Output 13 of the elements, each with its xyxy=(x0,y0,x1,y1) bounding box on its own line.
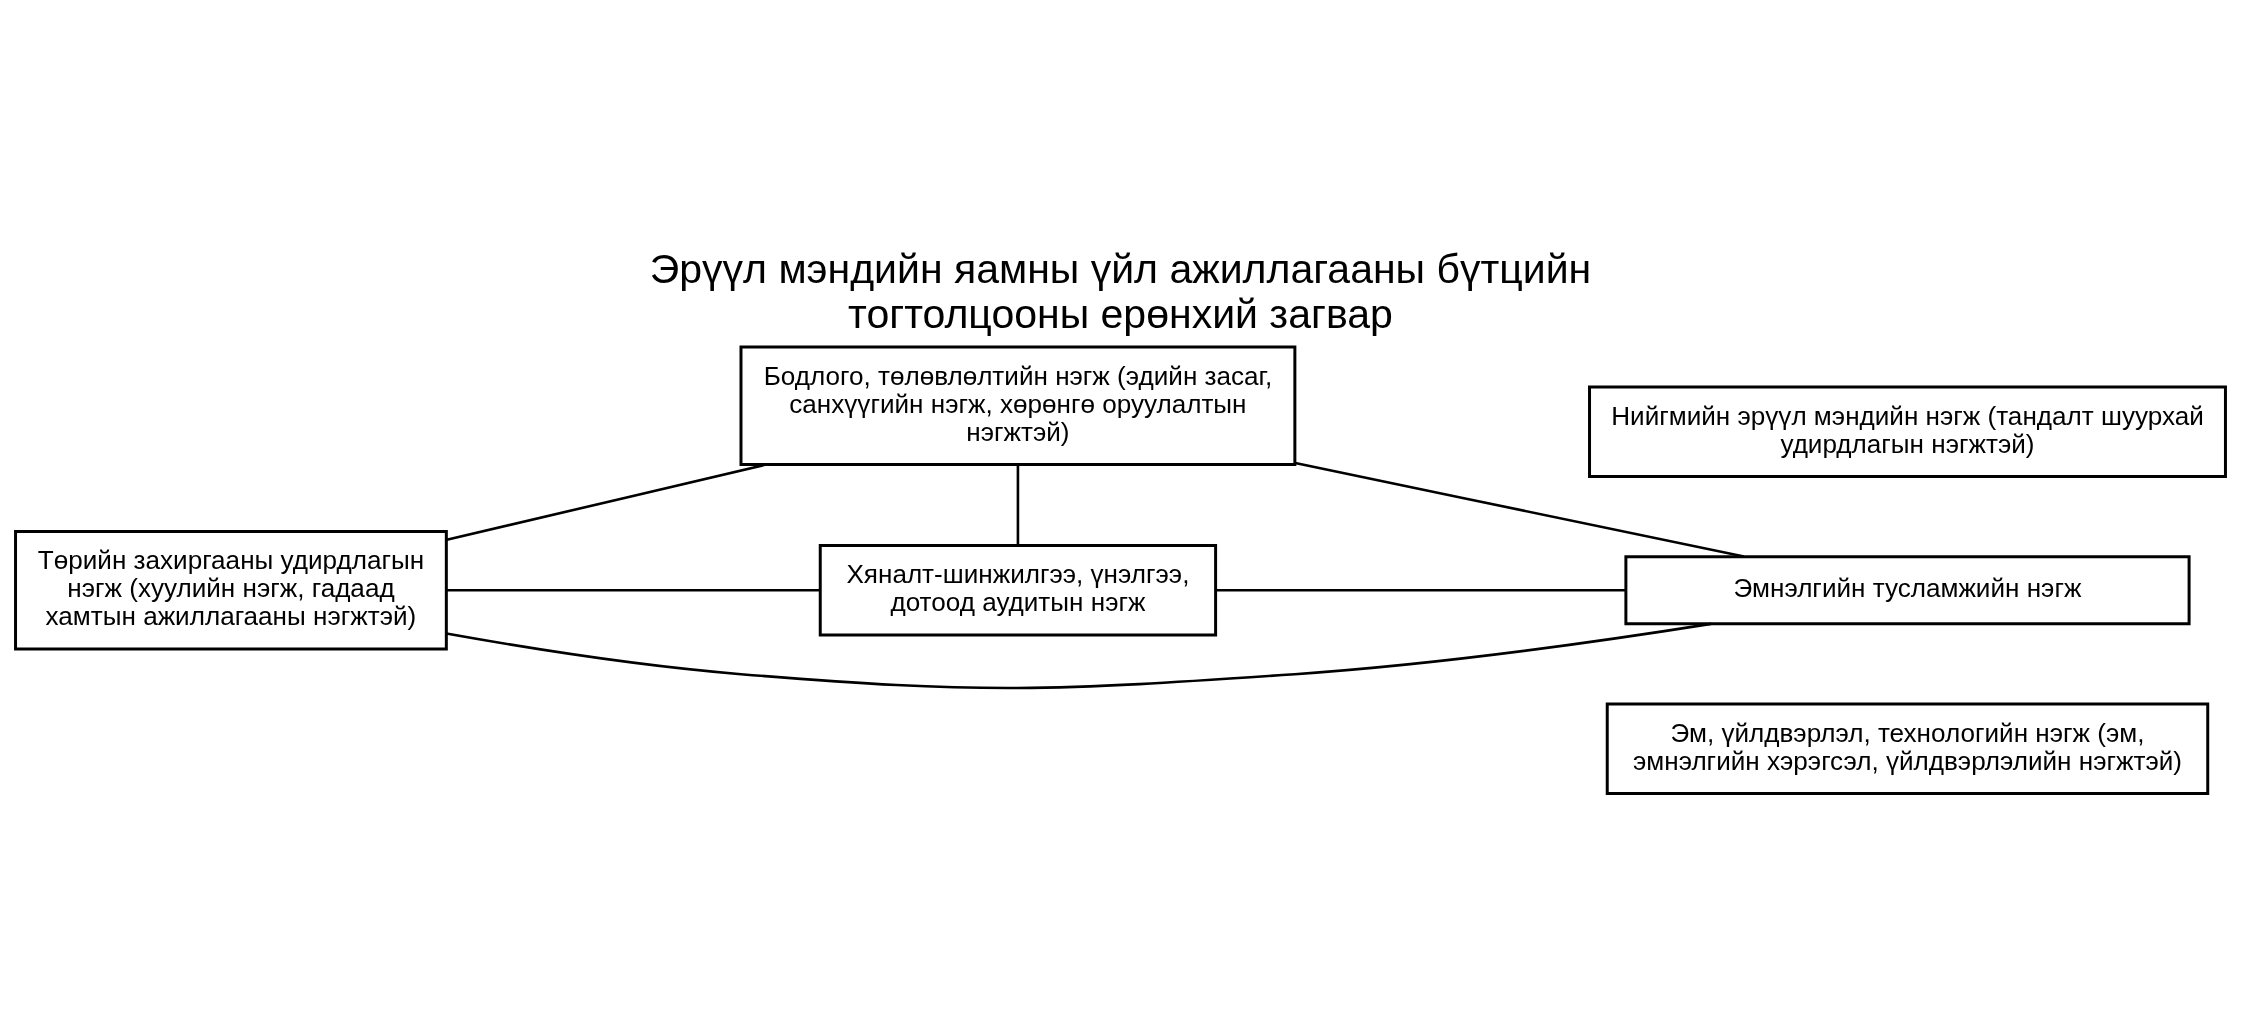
connector xyxy=(1294,461,1745,558)
connector xyxy=(1215,588,1626,592)
node-box: Бодлого, төлөвлөлтийн нэгж (эдийн засаг, санхүүгийн нэгж, хөрөнгө оруулалтын нэгжтэй) xyxy=(739,344,1297,466)
node-box: Төрийн захиргааны удирдлагын нэгж (хуулийн нэгж, гадаад хамтын ажиллагааны нэгжтэй) xyxy=(14,529,448,650)
node-box: Эм, үйлдвэрлэл, технологийн нэгж (эм, эмнэлгийн хэрэгсэл, үйлдвэрлэлийн нэгжтэй) xyxy=(1605,702,2210,795)
node-box: Эмнэлгийн тусламжийн нэгж xyxy=(1624,554,2191,625)
connector xyxy=(446,622,1712,689)
connector xyxy=(1016,464,1020,545)
node-box: Хяналт-шинжилгээ, үнэлгээ, дотоод аудитын нэгж xyxy=(818,543,1218,636)
connector xyxy=(446,588,820,592)
connector xyxy=(446,462,767,541)
diagram-title: Эрүүл мэндийн яамны үйл ажиллагааны бүтцийн тогтолцооны ерөнхий загвар xyxy=(649,245,1592,336)
node-box: Нийгмийн эрүүл мэндийн нэгж (тандалт шуурхай удирдлагын нэгжтэй) xyxy=(1588,385,2227,478)
